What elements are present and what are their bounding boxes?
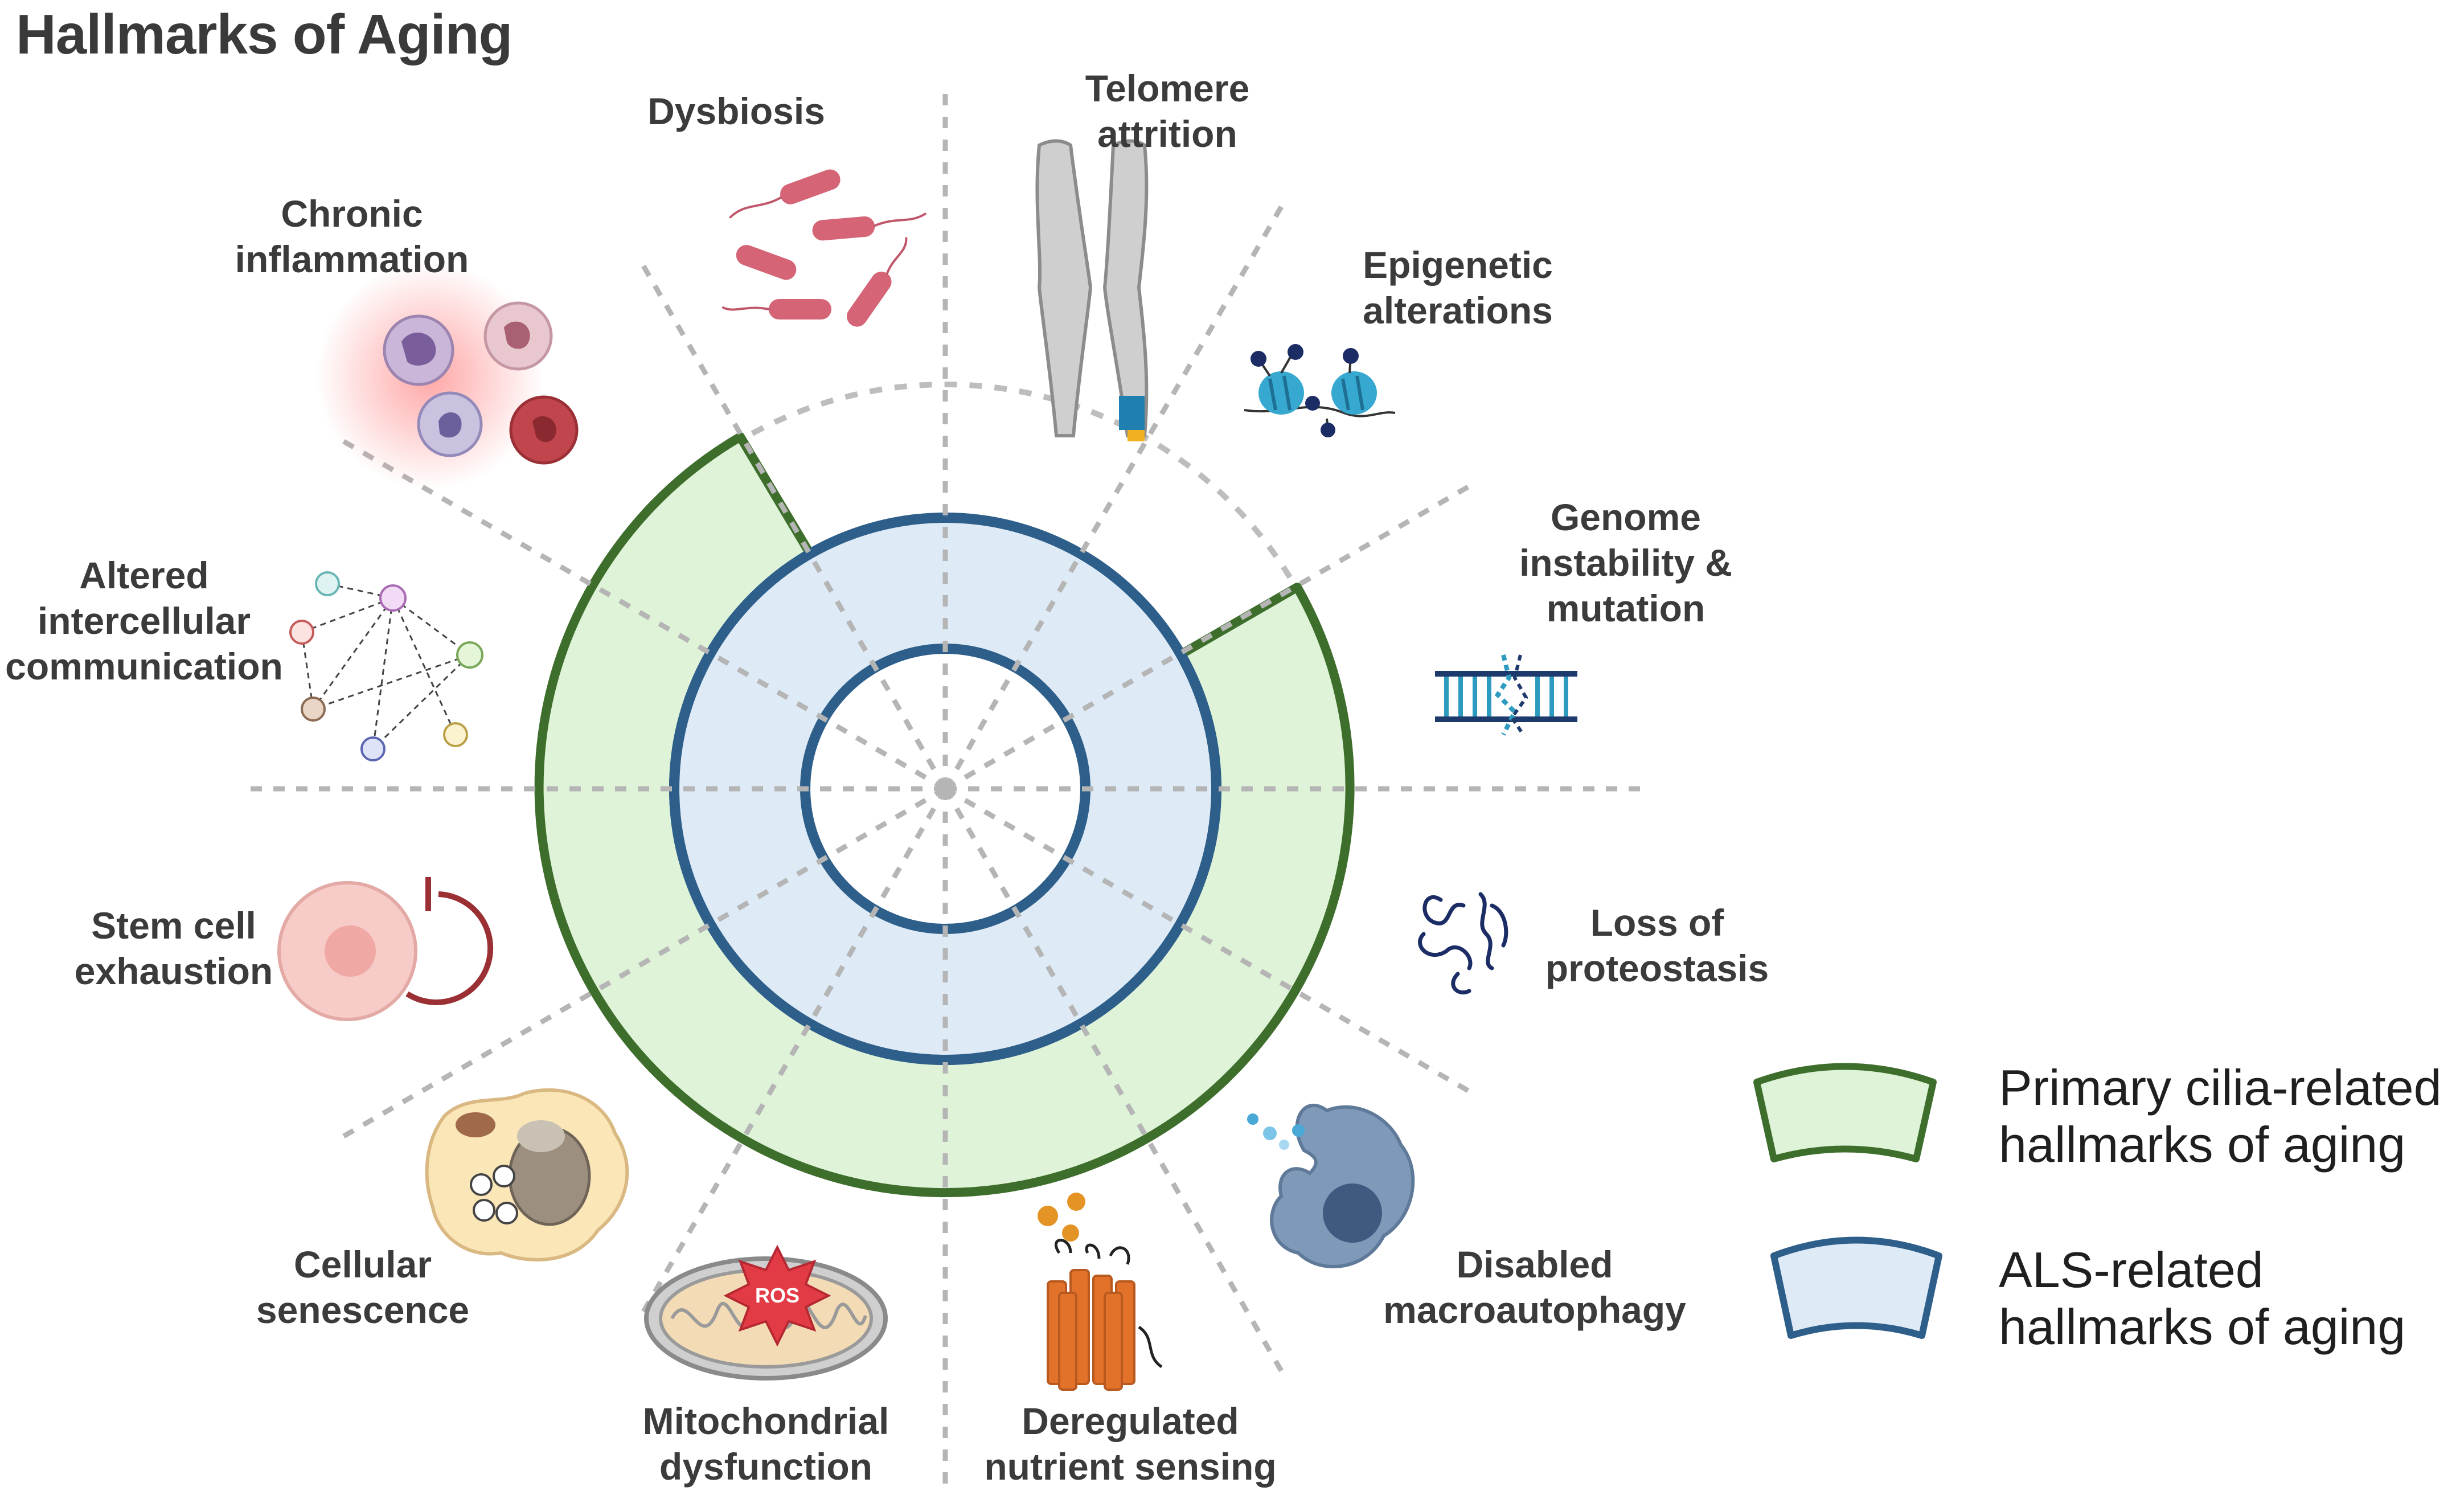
senescent-cell-icon xyxy=(425,1088,629,1261)
spoke-120 xyxy=(636,787,948,1323)
label-dysbiosis: Dysbiosis xyxy=(647,90,825,132)
spoke-330 xyxy=(944,479,1479,791)
misfolded-protein-icon xyxy=(1418,892,1508,995)
spoke-30 xyxy=(944,787,1479,1099)
als-ring-fill xyxy=(679,523,1211,1055)
spokes xyxy=(245,88,1646,1489)
ros-badge: ROS xyxy=(755,1284,800,1307)
legend-primary-cilia-swatch xyxy=(1753,1063,1937,1162)
bacteria-icon xyxy=(722,169,926,327)
receptor-icon xyxy=(1038,1193,1163,1391)
stem-cell-icon xyxy=(277,877,494,1021)
dna-damage-icon xyxy=(1435,654,1577,736)
band-edge-left xyxy=(739,436,812,555)
spoke-240 xyxy=(636,255,948,790)
page-title: Hallmarks of Aging xyxy=(16,3,513,65)
als-ring-outline xyxy=(669,513,1221,1065)
immune-cells-icon xyxy=(316,262,579,490)
spoke-150 xyxy=(337,787,947,1141)
legend-als-swatch xyxy=(1770,1236,1942,1339)
band-edge-right xyxy=(1179,585,1298,657)
spoke-210 xyxy=(337,436,947,791)
nucleosome-icon xyxy=(1244,344,1396,437)
autophagy-cell-icon xyxy=(1247,1104,1415,1268)
network-icon xyxy=(289,571,483,761)
mitochondrion-icon: ROS xyxy=(644,1244,888,1381)
chromosome-icon xyxy=(1035,139,1149,441)
